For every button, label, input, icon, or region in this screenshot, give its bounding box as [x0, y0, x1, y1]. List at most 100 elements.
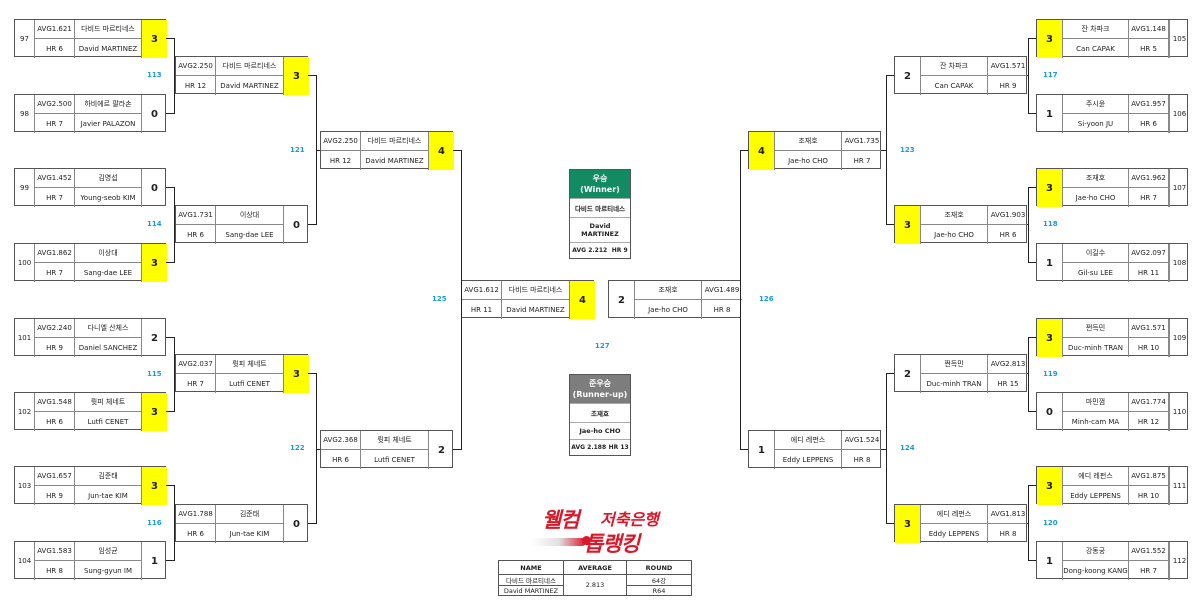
player-score: 3	[1037, 467, 1063, 505]
player-average: AVG1.148	[1129, 20, 1169, 39]
player-name-en: Young-seob KIM	[80, 193, 136, 202]
player-score: 3	[1037, 319, 1063, 357]
bracket-line	[1027, 75, 1028, 76]
player-name-kr: 륏피 체네트	[216, 355, 283, 374]
bracket-line	[1028, 187, 1029, 263]
bracket-line	[166, 411, 174, 412]
logo-text-topranking: 톱랭킹	[584, 532, 640, 556]
bracket-line	[881, 449, 886, 450]
player-average: AVG2.037	[176, 355, 216, 374]
player-name-en: Eddy LEPPENS	[921, 524, 988, 543]
player-average: AVG2.813	[988, 355, 1028, 374]
player-average: AVG1.862	[35, 244, 75, 263]
runnerup-subtitle: (Runner-up)	[572, 390, 628, 399]
player-name-kr: 주시윤	[1063, 95, 1129, 114]
player-score: 3	[1037, 169, 1063, 207]
player-average: AVG1.957	[1129, 95, 1169, 114]
player-high-run: HR 12	[176, 76, 216, 95]
bracket-line	[174, 523, 175, 524]
player-name-kr: 조재호	[1063, 169, 1129, 188]
logo-text-bank: 저축은행	[600, 510, 659, 529]
sponsor-logo: 웰컴 저축은행 톱랭킹	[528, 504, 678, 556]
player-seed-number: 106	[1169, 95, 1189, 133]
stat-round-en: R64	[626, 585, 692, 596]
player-score: 4	[428, 132, 454, 170]
player-seed-number: 99	[15, 169, 35, 207]
player-high-run: HR 6	[1129, 114, 1169, 133]
match-number: 121	[290, 146, 305, 154]
player-name-kr: 다비드 마르티네스	[502, 281, 569, 300]
player-average: AVG1.524	[842, 431, 882, 450]
runnerup-name-kr: 조재호	[570, 403, 630, 422]
player-high-run: HR 15	[997, 379, 1019, 388]
player-high-run: HR 8	[713, 305, 731, 314]
player-score: 3	[141, 20, 167, 58]
stat-header-round: ROUND	[626, 560, 692, 575]
runnerup-title: 준우승	[588, 379, 612, 388]
winner-hr: HR 9	[611, 247, 628, 254]
bracket-line	[166, 337, 174, 338]
player-high-run: HR 7	[1129, 188, 1169, 207]
player-name-kr: 에디 레펀스	[1063, 467, 1129, 486]
stat-average-value: 2.813	[563, 574, 627, 596]
player-name-en: David MARTINEZ	[506, 305, 565, 314]
stat-header-average: AVERAGE	[563, 560, 627, 575]
player-seed-number: 104	[15, 542, 35, 580]
player-name-kr: 쩐득민	[921, 355, 988, 374]
player-seed-number: 107	[1169, 169, 1189, 207]
player-score: 3	[283, 57, 309, 95]
match-number: 122	[290, 444, 305, 452]
player-high-run: HR 10	[1129, 486, 1169, 505]
bracket-line	[1028, 560, 1036, 561]
bracket-line	[453, 150, 461, 151]
bracket-line	[1028, 485, 1036, 486]
player-seed-number: 100	[15, 244, 35, 282]
player-name-kr: 잔 차파크	[921, 57, 988, 76]
player-score: 2	[609, 281, 635, 319]
player-average: AVG1.962	[1129, 169, 1169, 188]
bracket-line	[886, 373, 887, 524]
match-number: 118	[1043, 220, 1058, 228]
player-name-en: Sang-dae LEE	[225, 230, 274, 239]
player-high-run: HR 6	[35, 39, 75, 58]
match-number: 119	[1043, 370, 1058, 378]
player-name-en: Eddy LEPPENS	[775, 450, 842, 469]
bracket-line	[881, 150, 886, 151]
player-seed-number: 109	[1169, 319, 1189, 357]
match-number: 113	[147, 71, 162, 79]
player-high-run: HR 6	[176, 225, 216, 244]
winner-header: 우승 (Winner)	[570, 170, 630, 198]
player-average: AVG1.583	[35, 542, 75, 561]
bracket-line	[1027, 523, 1028, 524]
winner-card: 우승 (Winner) 다비드 마르티네스 David MARTINEZ AVG…	[569, 169, 631, 259]
player-name-kr: 김영섭	[75, 169, 141, 188]
player-score: 1	[1037, 542, 1063, 580]
player-seed-number: 108	[1169, 244, 1189, 282]
player-name-en: David MARTINEZ	[365, 156, 424, 165]
player-name-kr: 조재호	[775, 132, 842, 151]
bracket-line	[166, 113, 174, 114]
player-high-run: HR 8	[853, 455, 871, 464]
player-high-run: HR 6	[321, 450, 361, 469]
high-average-table: NAME AVERAGE ROUND 다비드 마르티네스 2.813 64강 D…	[498, 560, 692, 596]
winner-avg: AVG 2.212	[572, 247, 608, 254]
bracket-line	[1027, 373, 1028, 374]
player-name-kr: 에디 레펀스	[921, 505, 988, 524]
player-name-en: Jae-ho CHO	[635, 300, 702, 319]
player-score: 2	[895, 355, 921, 393]
player-average: AVG1.612	[462, 281, 502, 300]
player-name-en: Lutfi CENET	[374, 455, 415, 464]
bracket-line	[740, 150, 741, 450]
bracket-line	[174, 373, 175, 374]
player-name-en: Jun-tae KIM	[88, 491, 128, 500]
